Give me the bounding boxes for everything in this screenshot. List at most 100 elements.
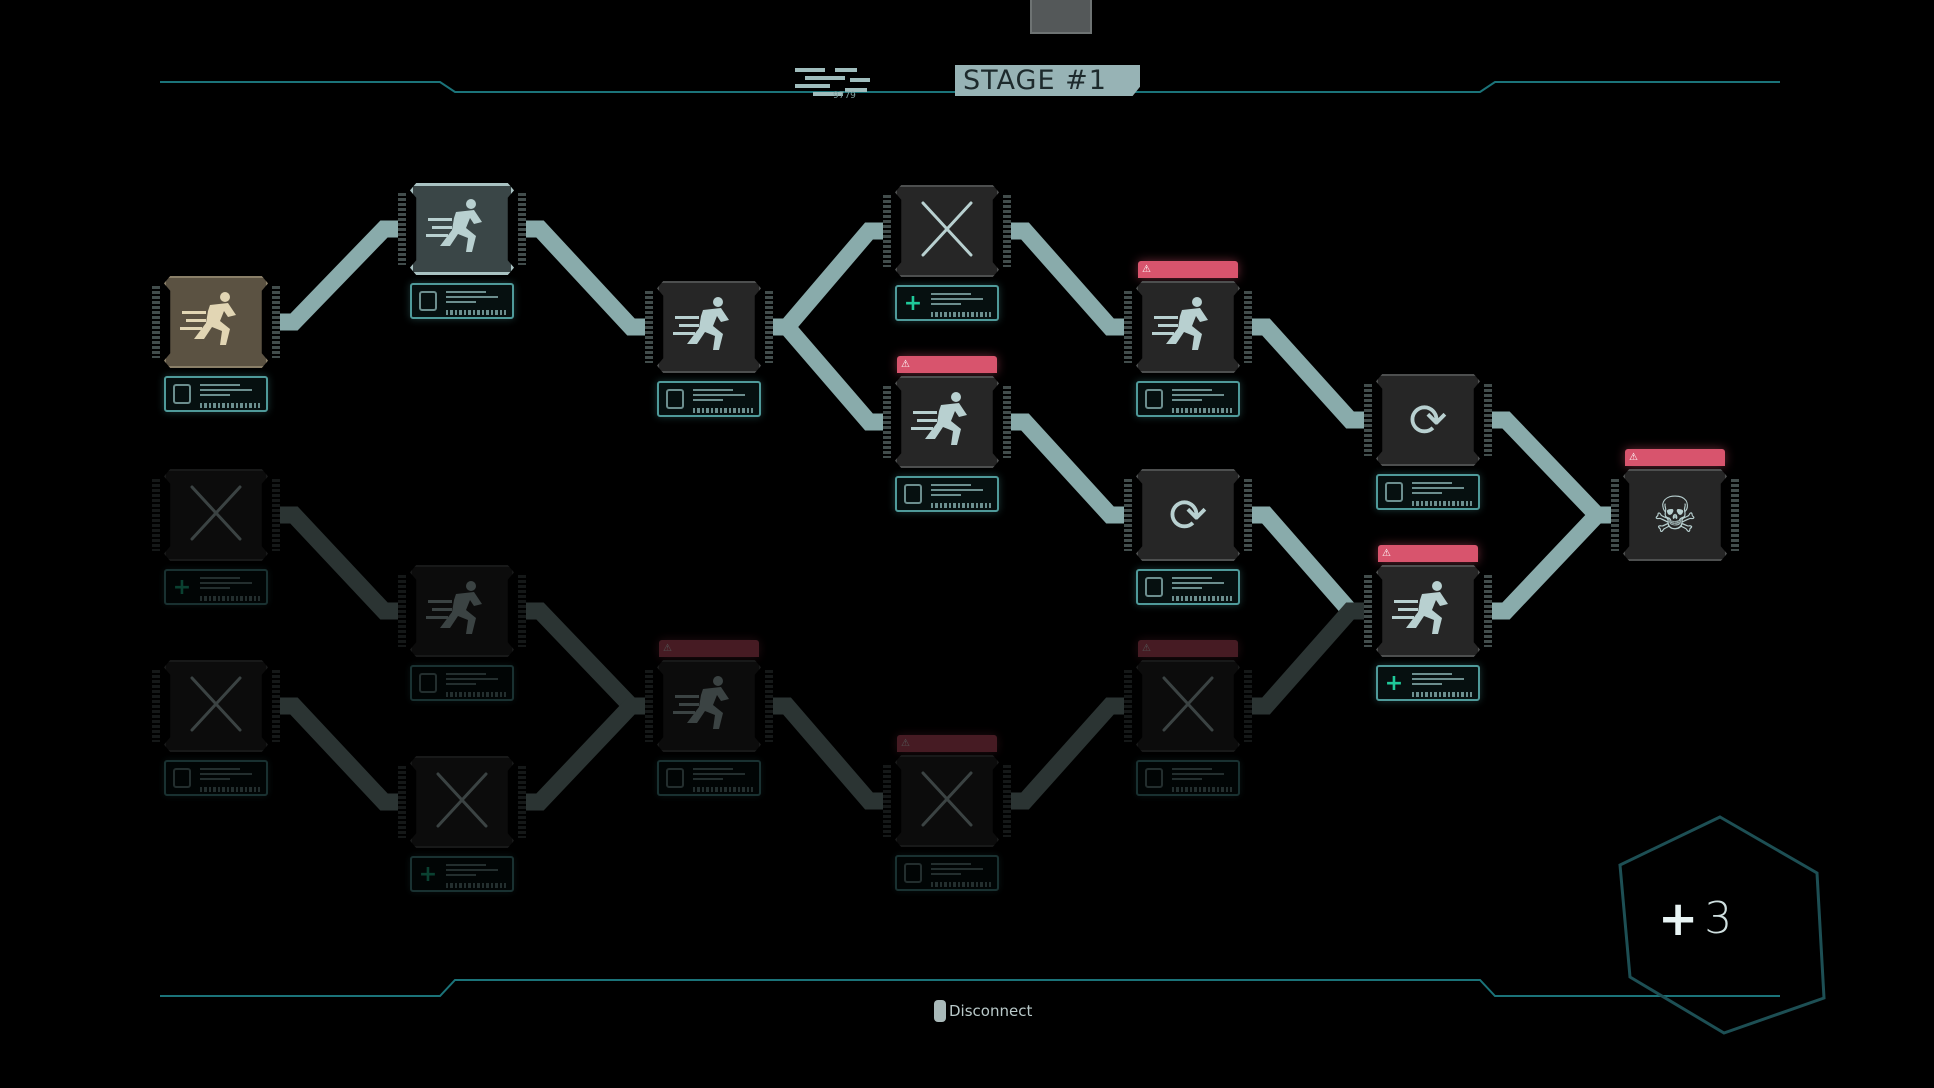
node-info-plate: [1136, 760, 1240, 796]
node-c0b[interactable]: +: [152, 469, 280, 605]
shield-icon: [1145, 577, 1163, 597]
grille: [1003, 386, 1011, 458]
grille: [152, 286, 160, 358]
grille: [398, 575, 406, 647]
warning-tab: ⚠: [897, 735, 997, 752]
runner-icon: [180, 289, 252, 355]
node-info-plate: +: [410, 856, 514, 892]
node-box: [895, 376, 999, 468]
node-c4c[interactable]: ⚠: [1124, 640, 1252, 796]
grille: [883, 386, 891, 458]
path-link: [1011, 413, 1124, 524]
plus-icon: +: [172, 574, 192, 600]
path-link: [526, 220, 645, 336]
warning-tab: ⚠: [1378, 545, 1478, 562]
node-c0c[interactable]: [152, 660, 280, 796]
grille: [1124, 670, 1132, 742]
grille: [272, 286, 280, 358]
grille: [1611, 479, 1619, 551]
runner-icon: [1392, 578, 1464, 644]
blades-icon: [432, 770, 492, 834]
node-c0a[interactable]: [152, 276, 280, 412]
node-box: [1376, 565, 1480, 657]
grille: [1124, 291, 1132, 363]
plus-icon: +: [1384, 670, 1404, 696]
node-box: [657, 660, 761, 752]
refresh-icon: ⟳: [1408, 393, 1448, 447]
grille: [645, 670, 653, 742]
plus-icon: +: [903, 290, 923, 316]
grille: [883, 765, 891, 837]
path-link: [280, 220, 398, 331]
shield-icon: [904, 484, 922, 504]
grille: [1364, 575, 1372, 647]
node-c5b[interactable]: ⚠+: [1364, 545, 1492, 701]
node-box: [410, 183, 514, 275]
node-c2b[interactable]: ⚠: [645, 640, 773, 796]
path-link: [1011, 697, 1124, 810]
node-info-plate: +: [164, 569, 268, 605]
grille: [518, 766, 526, 838]
grille: [1484, 384, 1492, 456]
node-box: [895, 755, 999, 847]
grille: [398, 193, 406, 265]
grille: [518, 193, 526, 265]
disconnect-icon: [934, 1000, 946, 1022]
node-c2a[interactable]: [645, 281, 773, 417]
grille: [518, 575, 526, 647]
node-c1c[interactable]: +: [398, 756, 526, 892]
node-c6a[interactable]: ⚠☠: [1611, 449, 1739, 561]
node-box: [164, 660, 268, 752]
bonus-hexagon: [1618, 815, 1826, 1035]
node-c3b[interactable]: ⚠: [883, 356, 1011, 512]
path-link: [1252, 318, 1364, 429]
shield-icon: [419, 673, 437, 693]
node-box: [164, 469, 268, 561]
path-link: [1011, 222, 1124, 336]
header-glyph-logo: [795, 64, 890, 98]
shield-icon: [1145, 389, 1163, 409]
node-box: [895, 185, 999, 277]
node-c5a[interactable]: ⟳: [1364, 374, 1492, 510]
header-code: 9779: [833, 91, 856, 101]
node-info-plate: [164, 760, 268, 796]
bonus-count: 3: [1704, 893, 1733, 944]
refresh-icon: ⟳: [1168, 488, 1208, 542]
node-box: ⟳: [1136, 469, 1240, 561]
node-c1a[interactable]: [398, 183, 526, 319]
grille: [1244, 291, 1252, 363]
path-link: [526, 602, 645, 715]
shield-icon: [419, 291, 437, 311]
runner-icon: [426, 196, 498, 262]
node-info-plate: [895, 855, 999, 891]
node-c4b[interactable]: ⟳: [1124, 469, 1252, 605]
runner-icon: [673, 294, 745, 360]
node-box: ☠: [1623, 469, 1727, 561]
disconnect-button[interactable]: Disconnect: [934, 1000, 1032, 1022]
node-c1b[interactable]: [398, 565, 526, 701]
node-info-plate: +: [895, 285, 999, 321]
node-info-plate: [1376, 474, 1480, 510]
path-link: [280, 697, 398, 811]
grille: [152, 670, 160, 742]
warning-tab: ⚠: [659, 640, 759, 657]
node-info-plate: [410, 283, 514, 319]
runner-icon: [1152, 294, 1224, 360]
grille: [1003, 765, 1011, 837]
path-link: [1492, 506, 1611, 620]
shield-icon: [173, 384, 191, 404]
runner-icon: [426, 578, 498, 644]
grille: [1244, 670, 1252, 742]
grille: [1484, 575, 1492, 647]
blades-icon: [1158, 674, 1218, 738]
node-box: [1136, 281, 1240, 373]
node-box: [657, 281, 761, 373]
node-c3c[interactable]: ⚠: [883, 735, 1011, 891]
node-c4a[interactable]: ⚠: [1124, 261, 1252, 417]
node-c3a[interactable]: +: [883, 185, 1011, 321]
node-info-plate: [1136, 569, 1240, 605]
disconnect-label: Disconnect: [949, 1002, 1033, 1020]
warning-tab: ⚠: [1138, 640, 1238, 657]
node-info-plate: [657, 381, 761, 417]
bonus-counter: + 3: [1658, 895, 1732, 943]
